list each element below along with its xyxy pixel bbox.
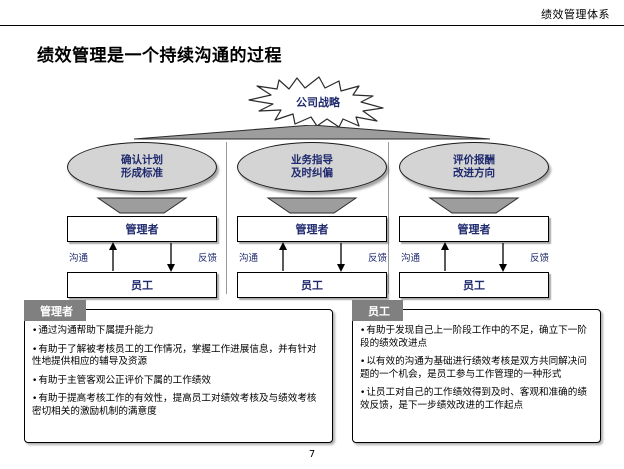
- phase-label-1: 确认计划 形成标准: [121, 154, 163, 179]
- employee-label-3: 员工: [463, 279, 485, 292]
- manager-box-2: 管理者: [237, 216, 387, 242]
- panel-tab-employee: 员工: [352, 300, 403, 321]
- down-chevron-2: [266, 196, 358, 214]
- column-divider-2: [388, 142, 389, 294]
- employee-label-1: 员工: [131, 279, 153, 292]
- list-item: 以有效的沟通为基础进行绩效考核是双方共同解决问题的一个机会，是员工参与工作管理的…: [360, 356, 591, 381]
- slide-header: 绩效管理体系: [0, 0, 624, 28]
- benefits-panel-employee: 员工 有助于发现自己上一阶段工作中的不足，确立下一阶段的绩效改进点 以有效的沟通…: [352, 300, 601, 443]
- chevron-down-icon: [428, 197, 520, 214]
- column-divider-1: [226, 142, 227, 294]
- header-divider-line: [0, 25, 624, 26]
- benefits-panel-manager: 管理者 通过沟通帮助下属提升能力 有助于了解被考核员工的工作情况，掌握工作进展信…: [24, 300, 333, 443]
- chevron-down-icon: [96, 197, 188, 214]
- list-item: 有助于了解被考核员工的工作情况，掌握工作进展信息，并有针对性地提供相应的辅导及资…: [32, 344, 323, 369]
- process-column-3: 评价报酬 改进方向 管理者 沟通 反馈 员工: [399, 142, 549, 298]
- list-item: 通过沟通帮助下属提升能力: [32, 325, 323, 338]
- list-item: 有助于主管客观公正评价下属的工作绩效: [32, 375, 323, 388]
- phase-label-2: 业务指导 及时纠偏: [291, 154, 333, 179]
- manager-box-3: 管理者: [399, 216, 549, 242]
- phase-ellipse-3: 评价报酬 改进方向: [399, 142, 549, 192]
- down-chevron-3: [428, 196, 520, 214]
- strategy-label: 公司战略: [296, 96, 340, 109]
- feedback-label-2: 反馈: [367, 253, 387, 264]
- fan-arrow-icon: [133, 124, 491, 140]
- panel-tab-manager: 管理者: [24, 300, 86, 321]
- employee-label-2: 员工: [301, 279, 323, 292]
- strategy-fan-arrow: [132, 124, 492, 141]
- manager-box-1: 管理者: [67, 216, 217, 242]
- list-item: 让员工对自己的工作绩效得到及时、客观和准确的绩效反馈，是下一步绩效改进的工作起点: [360, 387, 591, 412]
- page-number: 7: [308, 449, 316, 460]
- process-column-1: 确认计划 形成标准 管理者 沟通 反馈 员工: [67, 142, 217, 298]
- strategy-label-wrap: 公司战略: [243, 76, 389, 128]
- list-item: 有助于发现自己上一阶段工作中的不足，确立下一阶段的绩效改进点: [360, 325, 591, 350]
- panel-body-manager: 通过沟通帮助下属提升能力 有助于了解被考核员工的工作情况，掌握工作进展信息，并有…: [25, 310, 332, 425]
- employee-box-1: 员工: [67, 272, 217, 298]
- feedback-label-3: 反馈: [529, 253, 549, 264]
- header-section-label: 绩效管理体系: [541, 8, 610, 21]
- strategy-burst-shape: 公司战略: [243, 76, 389, 128]
- communication-label-2: 沟通: [239, 253, 259, 264]
- two-way-arrow-icon: [279, 242, 345, 272]
- manager-label-1: 管理者: [125, 223, 159, 236]
- comm-feedback-arrows-1: 沟通 反馈: [67, 242, 217, 272]
- employee-box-3: 员工: [399, 272, 549, 298]
- communication-label-1: 沟通: [69, 253, 89, 264]
- comm-feedback-arrows-3: 沟通 反馈: [399, 242, 549, 272]
- comm-feedback-arrows-2: 沟通 反馈: [237, 242, 387, 272]
- manager-label-3: 管理者: [457, 223, 491, 236]
- page-title: 绩效管理是一个持续沟通的过程: [37, 46, 282, 66]
- phase-ellipse-1: 确认计划 形成标准: [67, 142, 217, 192]
- two-way-arrow-icon: [109, 242, 175, 272]
- panel-body-employee: 有助于发现自己上一阶段工作中的不足，确立下一阶段的绩效改进点 以有效的沟通为基础…: [353, 310, 600, 419]
- two-way-arrow-icon: [441, 242, 507, 272]
- list-item: 有助于提高考核工作的有效性，提高员工对绩效考核及与绩效考核密切相关的激励机制的满…: [32, 393, 323, 418]
- manager-label-2: 管理者: [295, 223, 329, 236]
- down-chevron-1: [96, 196, 188, 214]
- burst-icon: [248, 76, 384, 128]
- process-column-2: 业务指导 及时纠偏 管理者 沟通 反馈 员工: [237, 142, 387, 298]
- communication-label-3: 沟通: [401, 253, 421, 264]
- chevron-down-icon: [266, 197, 358, 214]
- feedback-label-1: 反馈: [197, 253, 217, 264]
- phase-label-3: 评价报酬 改进方向: [453, 154, 495, 179]
- phase-ellipse-2: 业务指导 及时纠偏: [237, 142, 387, 192]
- employee-box-2: 员工: [237, 272, 387, 298]
